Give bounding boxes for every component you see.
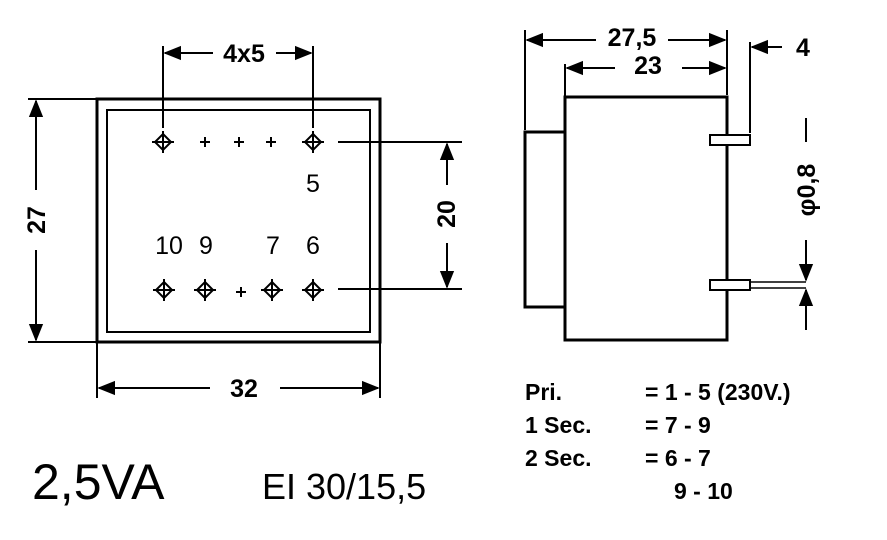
outer-body-outline: [95, 97, 382, 344]
bottom-pin-row: [153, 279, 324, 301]
side-pin-bottom: [709, 279, 751, 291]
power-rating: 2,5VA: [32, 454, 165, 510]
pin-marker: [261, 279, 283, 301]
body-depth-label: 23: [634, 52, 662, 80]
pin-marker: [302, 131, 324, 153]
width-label: 32: [230, 375, 258, 403]
pin-label-6: 6: [306, 232, 320, 260]
side-core-flange: [523, 130, 569, 309]
winding-value: 9 - 10: [674, 478, 733, 504]
pin-label-9: 9: [199, 232, 213, 260]
pin-diameter-label: φ0,8: [793, 164, 821, 217]
pin-marker: [153, 279, 175, 301]
winding-name: 1 Sec.: [525, 412, 592, 438]
pin-hole-marker: [200, 137, 210, 147]
top-pin-row: [152, 131, 324, 153]
side-view: [523, 30, 814, 342]
winding-value: = 7 - 9: [645, 412, 711, 438]
pin-label-7: 7: [266, 232, 280, 260]
winding-name: 2 Sec.: [525, 445, 592, 471]
top-view: [28, 45, 462, 398]
height-label: 27: [23, 206, 51, 234]
core-type: EI 30/15,5: [262, 466, 426, 507]
total-depth-label: 27,5: [608, 24, 657, 52]
winding-legend: Pri. = 1 - 5 (230V.) 1 Sec. = 7 - 9 2 Se…: [525, 379, 791, 504]
pin-pitch-label: 4x5: [223, 40, 265, 68]
pin-label-5: 5: [306, 170, 320, 198]
row-spacing-label: 20: [433, 200, 461, 228]
pin-marker: [152, 131, 174, 153]
winding-name: Pri.: [525, 379, 562, 405]
pin-hole-marker: [234, 137, 244, 147]
pin-marker: [194, 279, 216, 301]
side-pin-top: [709, 134, 751, 146]
side-body: [563, 95, 729, 342]
winding-value: = 1 - 5 (230V.): [645, 379, 791, 405]
pin-label-10: 10: [155, 232, 183, 260]
inner-body-outline: [106, 109, 371, 333]
winding-value: = 6 - 7: [645, 445, 711, 471]
pin-marker: [302, 279, 324, 301]
pin-length-label: 4: [796, 34, 810, 62]
pin-hole-marker: [266, 137, 276, 147]
pin-hole-marker: [236, 287, 246, 297]
